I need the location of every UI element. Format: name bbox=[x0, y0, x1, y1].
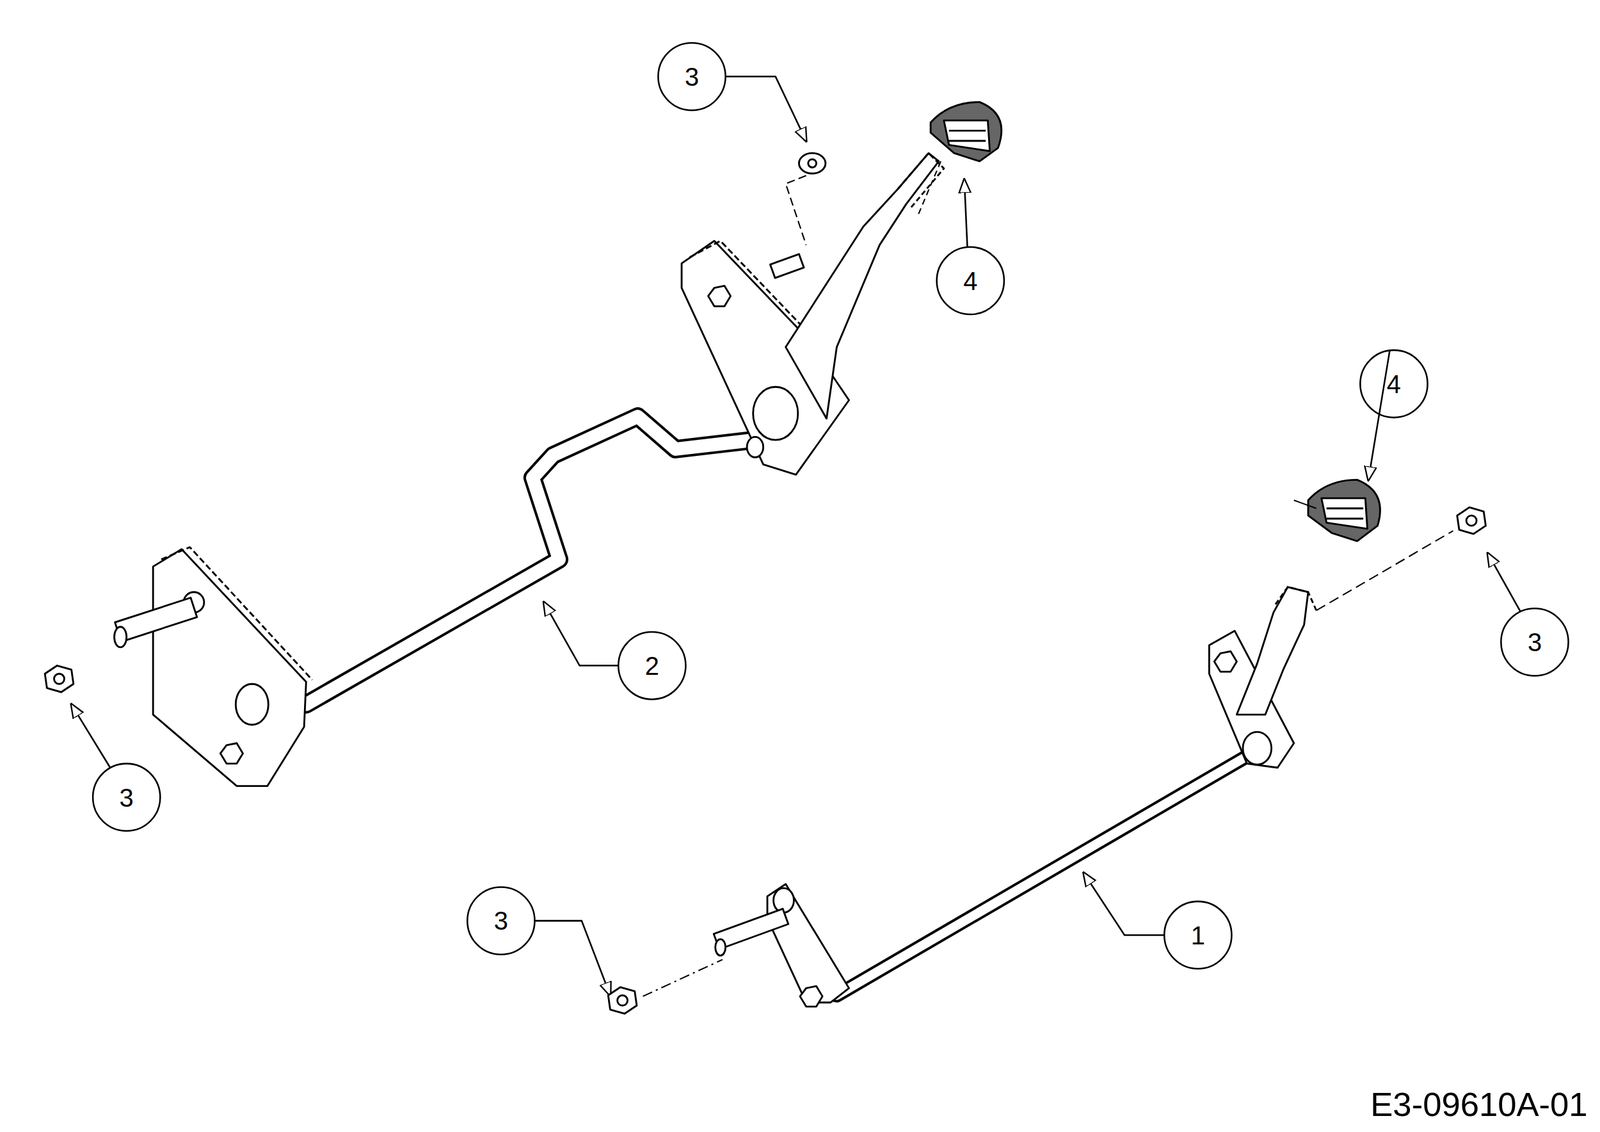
callout-number: 1 bbox=[1167, 919, 1229, 951]
figure-code: E3-09610A-01 bbox=[1370, 1083, 1588, 1125]
callout-number: 3 bbox=[96, 781, 158, 813]
callout-number: 3 bbox=[661, 61, 723, 93]
callout-number: 3 bbox=[470, 904, 532, 936]
callout-number: 2 bbox=[621, 650, 683, 681]
callout-number: 4 bbox=[1363, 368, 1425, 400]
callout-number: 4 bbox=[939, 265, 1001, 297]
callout-number: 3 bbox=[1504, 626, 1566, 658]
